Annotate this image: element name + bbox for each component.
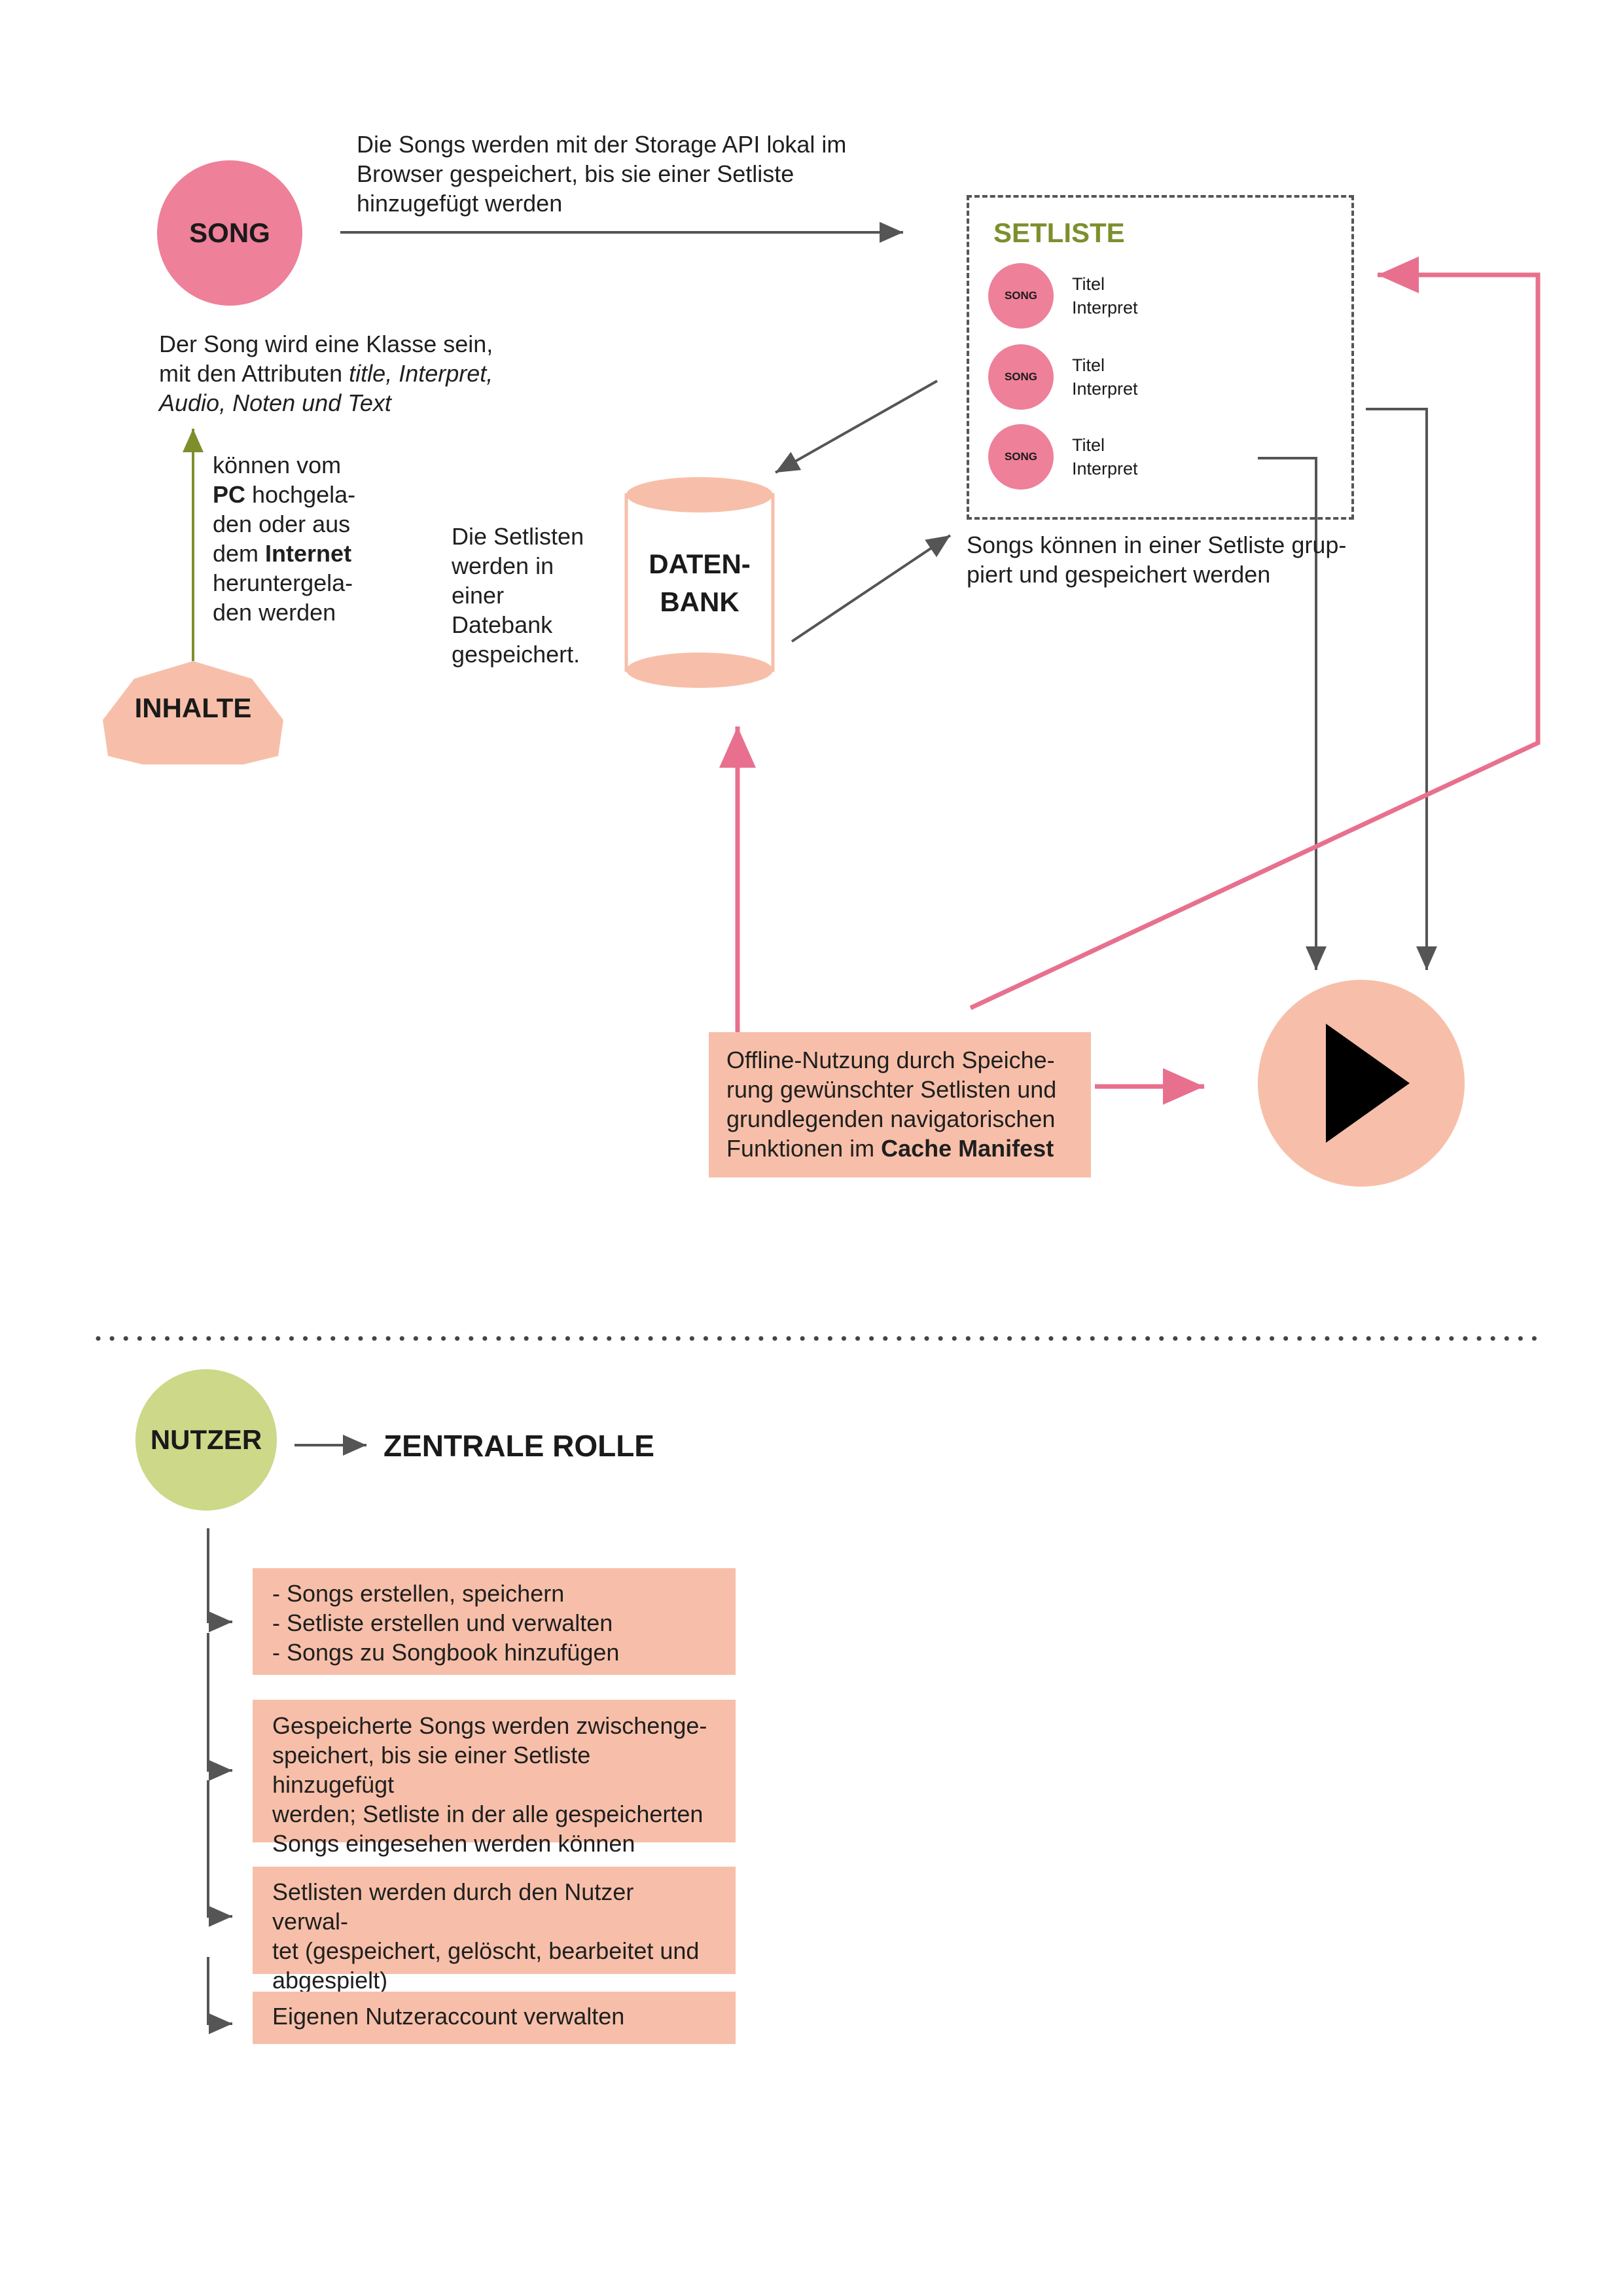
upload-note-pc: PC <box>213 481 246 508</box>
play-icon <box>1326 1024 1410 1143</box>
datenbank-label: DATEN- BANK <box>626 545 773 621</box>
song-title: Titel <box>1072 435 1105 455</box>
song-title: Titel <box>1072 274 1105 294</box>
upload-note-part2: hochgela-den oder aus dem <box>213 481 356 567</box>
song-badge: SONG <box>988 344 1054 410</box>
storage-note: Die Songs werden mit der Storage API lok… <box>357 131 847 217</box>
arrow-offline-to-setliste <box>969 257 1541 1011</box>
tree-branch-1 <box>207 1528 232 1632</box>
arrow-setliste-to-play <box>1366 408 1437 970</box>
inhalte-label: INHALTE <box>134 692 252 723</box>
song-node-label: SONG <box>189 217 270 248</box>
inhalte-shape <box>103 661 283 764</box>
setliste-frame <box>967 195 1354 520</box>
task-line: abgespielt) <box>272 1967 388 1994</box>
task-line: Gespeicherte Songs werden zwischenge- <box>272 1712 707 1739</box>
offline-cache-manifest: Cache Manifest <box>881 1135 1054 1162</box>
task-line: - Setliste erstellen und verwalten <box>272 1609 613 1636</box>
upload-note-internet: Internet <box>265 540 352 567</box>
offline-text: Offline-Nutzung durch Speiche-rung gewün… <box>726 1047 1057 1162</box>
song-caption-text: Der Song wird eine Klasse sein, mit den … <box>159 331 493 387</box>
play-node <box>1258 980 1465 1187</box>
upload-note-part3: heruntergela-den werden <box>213 569 353 626</box>
task-line: werden; Setliste in der alle gespeichert… <box>272 1801 704 1827</box>
tree-branch-3 <box>207 1780 232 1927</box>
task-line: speichert, bis sie einer Setliste hinzug… <box>272 1742 591 1798</box>
datenbank-cylinder <box>624 477 775 688</box>
datenbank-label-line1: DATEN- <box>649 548 751 579</box>
song-artist: Interpret <box>1072 379 1138 399</box>
song-node: SONG <box>157 160 302 306</box>
datenbank-label-line2: BANK <box>660 586 740 617</box>
upload-note: können vom PC hochgela-den oder aus dem … <box>213 450 370 627</box>
datenbank-caption: Die Setlisten werden in einer Datebank g… <box>452 523 584 668</box>
arrow-song-to-play <box>1258 457 1327 970</box>
song-caption-attributes: title, Interpret, Audio, Noten und Text <box>159 360 493 416</box>
nutzer-label: NUTZER <box>150 1424 262 1455</box>
song-caption: Der Song wird eine Klasse sein, mit den … <box>159 329 526 418</box>
arrow-setliste-to-datenbank <box>775 380 938 474</box>
arrow-datenbank-to-setliste <box>791 534 952 643</box>
setliste-title: SETLISTE <box>993 217 1125 248</box>
song-artist: Interpret <box>1072 298 1138 317</box>
song-badge: SONG <box>988 424 1054 490</box>
nutzer-task-3: Setlisten werden durch den Nutzer verwal… <box>253 1867 736 1994</box>
zentrale-rolle-label: ZENTRALE ROLLE <box>383 1429 654 1463</box>
nutzer-task-1: - Songs erstellen, speichern - Setliste … <box>253 1568 736 1675</box>
upload-note-part1: können vom <box>213 452 342 478</box>
setliste-caption: Songs können in einer Setliste grup-pier… <box>967 531 1347 588</box>
task-line: Eigenen Nutzeraccount verwalten <box>272 2003 625 2030</box>
nutzer-node: NUTZER <box>135 1369 277 1511</box>
song-title: Titel <box>1072 355 1105 375</box>
nutzer-task-4: Eigenen Nutzeraccount verwalten <box>253 1992 736 2044</box>
offline-box: Offline-Nutzung durch Speiche-rung gewün… <box>709 1032 1091 1177</box>
tree-branch-4 <box>207 1957 232 2034</box>
song-badge: SONG <box>988 263 1054 329</box>
setliste-song-1: SONG Titel Interpret <box>988 263 1138 329</box>
setliste-song-3: SONG Titel Interpret <box>988 424 1138 490</box>
setliste-song-2: SONG Titel Interpret <box>988 344 1138 410</box>
task-line: - Songs erstellen, speichern <box>272 1580 565 1607</box>
song-artist: Interpret <box>1072 459 1138 478</box>
task-line: Setlisten werden durch den Nutzer verwal… <box>272 1878 634 1935</box>
nutzer-task-2: Gespeicherte Songs werden zwischenge- sp… <box>253 1700 736 1857</box>
task-line: Songs eingesehen werden können <box>272 1830 635 1857</box>
task-line: tet (gespeichert, gelöscht, bearbeitet u… <box>272 1937 700 1964</box>
task-line: - Songs zu Songbook hinzufügen <box>272 1639 620 1666</box>
tree-branch-2 <box>207 1633 232 1781</box>
offline-box-text: Offline-Nutzung durch Speiche-rung gewün… <box>709 1032 1091 1176</box>
